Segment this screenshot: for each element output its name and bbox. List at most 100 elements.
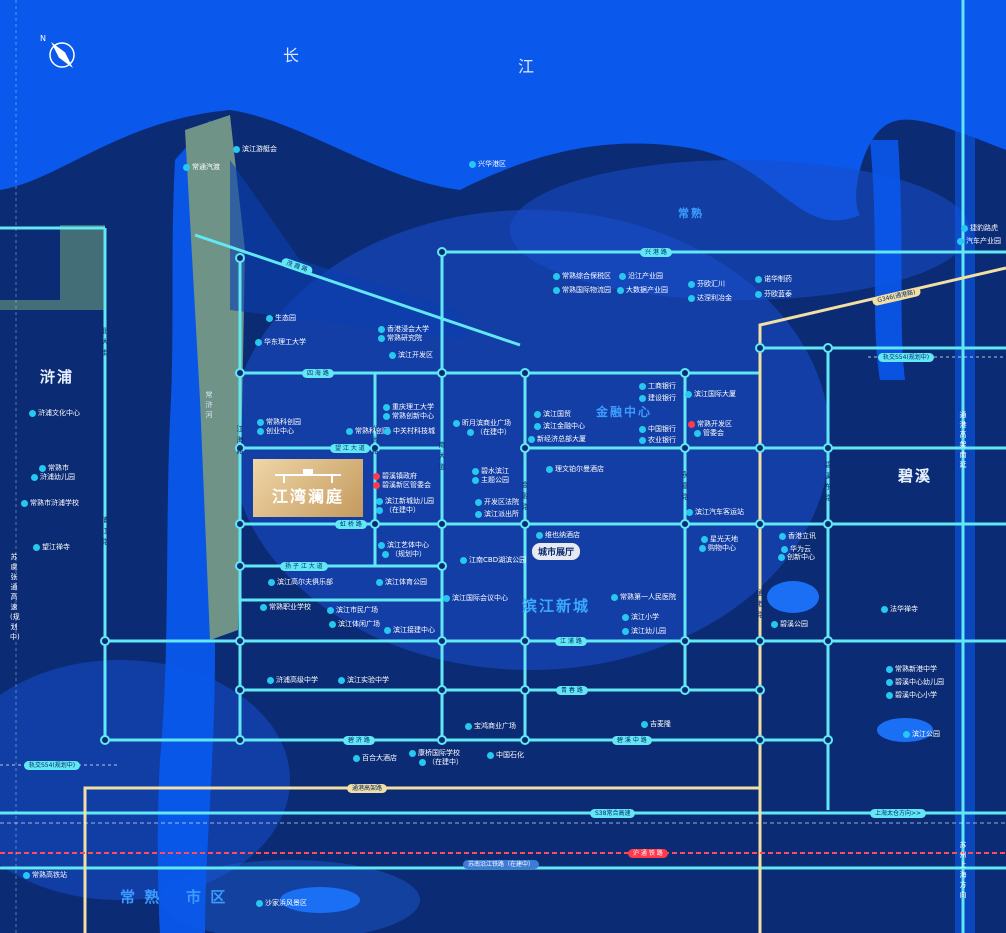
poi-binjiang-yacht[interactable]: 滨江游艇会 [242, 145, 277, 153]
poi-icbc[interactable]: 工商银行 [648, 382, 676, 390]
poi-mingyue-plaza2[interactable]: （在建中） [476, 428, 511, 436]
poi-marker-icon [257, 428, 264, 435]
poi-binjiang-exp[interactable]: 滨江实验中学 [347, 676, 389, 684]
poi-golf[interactable]: 滨江高尔夫俱乐部 [277, 578, 333, 586]
poi-dalihe[interactable]: 达涅利冶金 [697, 294, 732, 302]
poi-cs-high-rail[interactable]: 常熟高铁站 [32, 871, 67, 879]
poi-fin-center[interactable]: 滨江金融中心 [543, 422, 585, 430]
poi-bixi-gov[interactable]: 碧溪镇政府 [382, 472, 417, 480]
poi-new-economy[interactable]: 新经济总部大厦 [537, 435, 586, 443]
poi-boc[interactable]: 中国银行 [648, 425, 676, 433]
road-tonggang-south: 通港高架南延 [959, 411, 967, 469]
poi-fenou[interactable]: 芬欧蓝泰 [764, 290, 792, 298]
poi-jidianjia[interactable]: 吉麦隆 [650, 720, 671, 728]
poi-bishui-park[interactable]: 碧水滨江 [481, 467, 509, 475]
poi-xupu-high[interactable]: 浒浦高级中学 [276, 676, 318, 684]
road-jinrong: 金融路 [521, 481, 529, 511]
poi-bonded[interactable]: 常熟综合保税区 [562, 272, 611, 280]
poi-intl-logistics[interactable]: 常熟国际物流园 [562, 286, 611, 294]
poi-police[interactable]: 滨江派出所 [484, 510, 519, 518]
poi-bixi-committee[interactable]: 碧溪新区管委会 [382, 481, 431, 489]
district-changshu-right: 常熟 [678, 207, 704, 220]
poi-binjiang-intl[interactable]: 滨江国际大厦 [694, 390, 736, 398]
poi-cs-newport[interactable]: 常熟新港中学 [895, 665, 937, 673]
poi-sports-park[interactable]: 滨江体育公园 [385, 578, 427, 586]
poi-hkust[interactable]: 香港浸会大学 [387, 325, 429, 333]
poi-dev-court[interactable]: 开发区法院 [484, 498, 519, 506]
poi-fahua-temple[interactable]: 法华禅寺 [890, 605, 918, 613]
poi-cs-dev-mgmt[interactable]: 常熟开发区 [697, 420, 732, 428]
poi-hotel-yijia[interactable]: 百合大酒店 [362, 754, 397, 762]
poi-bj-primary[interactable]: 滨江小学 [631, 613, 659, 621]
road-suyu-zhangtong: 苏虞张通高速(规划中) [10, 553, 20, 641]
poi-kangqiao[interactable]: 康桥国际学校 [418, 749, 460, 757]
poi-ecology-park[interactable]: 生态园 [275, 314, 296, 322]
poi-weiye[interactable]: 维也纳酒店 [545, 531, 580, 539]
poi-baolong[interactable]: 宝鸿商业广场 [474, 722, 516, 730]
city-showroom-badge[interactable]: 城市展厅 [532, 543, 581, 560]
poi-intl-conv[interactable]: 滨江国际会议中心 [452, 594, 508, 602]
poi-cs-sci[interactable]: 常熟科创园 [266, 418, 301, 426]
poi-jiehu2[interactable]: 汽车产业园 [966, 237, 1001, 245]
poi-ccb[interactable]: 建设银行 [648, 394, 676, 402]
poi-marker-icon [382, 551, 389, 558]
poi-marker-icon [467, 429, 474, 436]
poi-art-center2[interactable]: （规划中） [391, 550, 426, 558]
poi-abc[interactable]: 农业银行 [648, 436, 676, 444]
poi-auto-station[interactable]: 滨江汽车客运站 [695, 508, 744, 516]
poi-xingguang[interactable]: 星光天地 [710, 535, 738, 543]
poi-bixi-park[interactable]: 碧溪公园 [780, 620, 808, 628]
poi-bixi-primary[interactable]: 碧溪中心小学 [895, 691, 937, 699]
poi-ecust[interactable]: 华东理工大学 [264, 338, 306, 346]
poi-nuohua[interactable]: 诺华制药 [764, 275, 792, 283]
poi-cs-dev-mgmt2[interactable]: 管委会 [703, 429, 724, 437]
poi-fenhuihui[interactable]: 芬欧汇川 [697, 280, 725, 288]
poi-jiehu[interactable]: 捷豹路虎 [970, 224, 998, 232]
poi-huawei[interactable]: 华为云 [790, 545, 811, 553]
poi-marker-icon [21, 500, 28, 507]
poi-cs-sci2[interactable]: 创业中心 [266, 427, 294, 435]
poi-citizen-plaza[interactable]: 滨江市民广场 [336, 606, 378, 614]
poi-lisenyi[interactable]: 理文铂尔曼酒店 [555, 465, 604, 473]
poi-hkust2[interactable]: 常熟研究院 [387, 334, 422, 342]
poi-riverside-ind[interactable]: 沿江产业园 [628, 272, 663, 280]
poi-bishui-park2[interactable]: 主题公园 [481, 476, 509, 484]
poi-kindergarten[interactable]: 滨江新城幼儿园 [385, 497, 434, 505]
poi-zgc[interactable]: 中关村科技城 [393, 427, 435, 435]
poi-sinopec[interactable]: 中国石化 [496, 751, 524, 759]
poi-marker-icon [886, 679, 893, 686]
poi-cs-kindergarten2[interactable]: 浒浦幼儿园 [40, 473, 75, 481]
project-card[interactable]: 江湾澜庭 [253, 459, 363, 517]
poi-cs-kindergarten[interactable]: 常熟市 [48, 464, 69, 472]
poi-changtong-steam[interactable]: 常通汽渡 [192, 163, 220, 171]
poi-xupu-culture[interactable]: 浒浦文化中心 [38, 409, 80, 417]
poi-vocational[interactable]: 常熟职业学校 [269, 603, 311, 611]
poi-art-center[interactable]: 滨江艺体中心 [387, 541, 429, 549]
poi-sports-plaza[interactable]: 滨江体闲广场 [338, 620, 380, 628]
poi-cq-uni2[interactable]: 常熟创新中心 [392, 412, 434, 420]
poi-trade[interactable]: 滨江国贸 [543, 410, 571, 418]
poi-hk-lishi[interactable]: 香港立讯 [788, 532, 816, 540]
poi-cs-hospital[interactable]: 常熟第一人民医院 [620, 593, 676, 601]
poi-bj-kinder[interactable]: 滨江幼儿园 [631, 627, 666, 635]
poi-xinghua-port[interactable]: 兴华港区 [478, 160, 506, 168]
poi-binjiang-park[interactable]: 滨江公园 [912, 730, 940, 738]
poi-kindergarten2[interactable]: （在建中） [385, 506, 420, 514]
poi-cs-sci-city[interactable]: 常熟科创园 [355, 427, 390, 435]
poi-marker-icon [961, 225, 968, 232]
poi-xingguang2[interactable]: 购物中心 [708, 544, 736, 552]
poi-binjiang-dev[interactable]: 滨江开发区 [398, 351, 433, 359]
poi-kangqiao2[interactable]: （在建中） [428, 758, 463, 766]
poi-huawei2[interactable]: 创新中心 [787, 553, 815, 561]
road-yongjia: 永嘉路 [681, 471, 689, 501]
poi-shajia[interactable]: 沙家浜风景区 [265, 899, 307, 907]
poi-cbd-park[interactable]: 江南CBD湖滨公园 [469, 556, 527, 564]
poi-cq-uni[interactable]: 重庆理工大学 [392, 403, 434, 411]
poi-bigdata[interactable]: 大数据产业园 [626, 286, 668, 294]
poi-cs-school[interactable]: 常熟市浒浦学校 [30, 499, 79, 507]
poi-mingyue-plaza[interactable]: 昕月滨商业广场 [462, 419, 511, 427]
poi-reception[interactable]: 滨江接建中心 [393, 626, 435, 634]
poi-wangjiang-temple[interactable]: 望江禅寺 [42, 543, 70, 551]
poi-marker-icon [373, 473, 380, 480]
poi-bixi-kinder[interactable]: 碧溪中心幼儿园 [895, 678, 944, 686]
